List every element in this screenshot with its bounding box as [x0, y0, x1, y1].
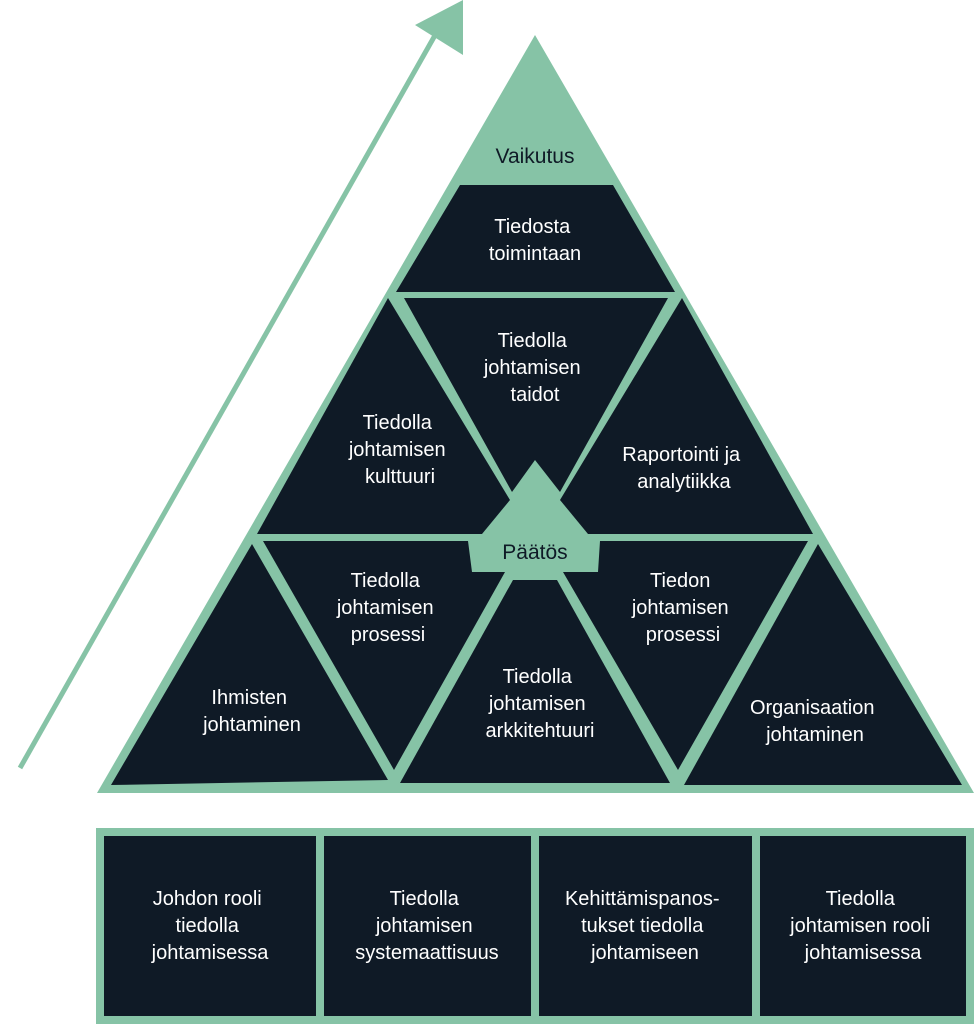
segment-middle-center-label: Tiedolla johtamisen taidot [483, 330, 586, 406]
segment-middle-left-label: Tiedolla johtamisen kulttuuri [348, 412, 451, 488]
segment-bottom-right-inverted-label: Tiedon johtamisen prosessi [631, 570, 734, 646]
foundation-box-4 [760, 836, 966, 1016]
segment-bottom-left-inverted-label: Tiedolla johtamisen prosessi [336, 570, 439, 646]
foundation-box-2 [324, 836, 531, 1016]
segment-middle-right [560, 298, 813, 534]
segment-bottom-left-inverted [263, 541, 505, 770]
center-triangle-paatos [472, 462, 598, 572]
segment-top-label: Tiedosta toimintaan [489, 216, 581, 265]
foundation-box-1 [104, 836, 316, 1016]
segment-bottom-far-right [684, 544, 962, 785]
segment-top [396, 185, 675, 292]
segment-bottom-far-right-label: Organisaation johtaminen [750, 697, 880, 746]
trend-up-arrow-icon [17, 0, 463, 770]
segment-middle-left [257, 298, 510, 534]
center-label-paatos: Päätös [502, 541, 567, 564]
apex-label-vaikutus: Vaikutus [496, 145, 575, 168]
segment-bottom-center [400, 580, 670, 783]
foundation-box-2-label: Tiedolla johtamisen systemaattisuus [355, 888, 498, 964]
foundation-box-1-label: Johdon rooli tiedolla johtamisessa [151, 888, 270, 964]
segment-middle-center [404, 298, 668, 492]
segment-bottom-right-inverted [563, 541, 808, 770]
foundation-box-3 [539, 836, 752, 1016]
segment-bottom-center-label: Tiedolla johtamisen arkkitehtuuri [486, 666, 595, 742]
foundation-box-3-label: Kehittämispanos- tukset tiedolla johtami… [565, 888, 725, 964]
segment-bottom-far-left-label: Ihmisten johtaminen [202, 687, 301, 736]
segment-bottom-far-left [111, 544, 388, 785]
segment-middle-right-label: Raportointi ja analytiikka [622, 444, 745, 493]
foundation-box-4-label: Tiedolla johtamisen rooli johtamisessa [789, 888, 936, 964]
